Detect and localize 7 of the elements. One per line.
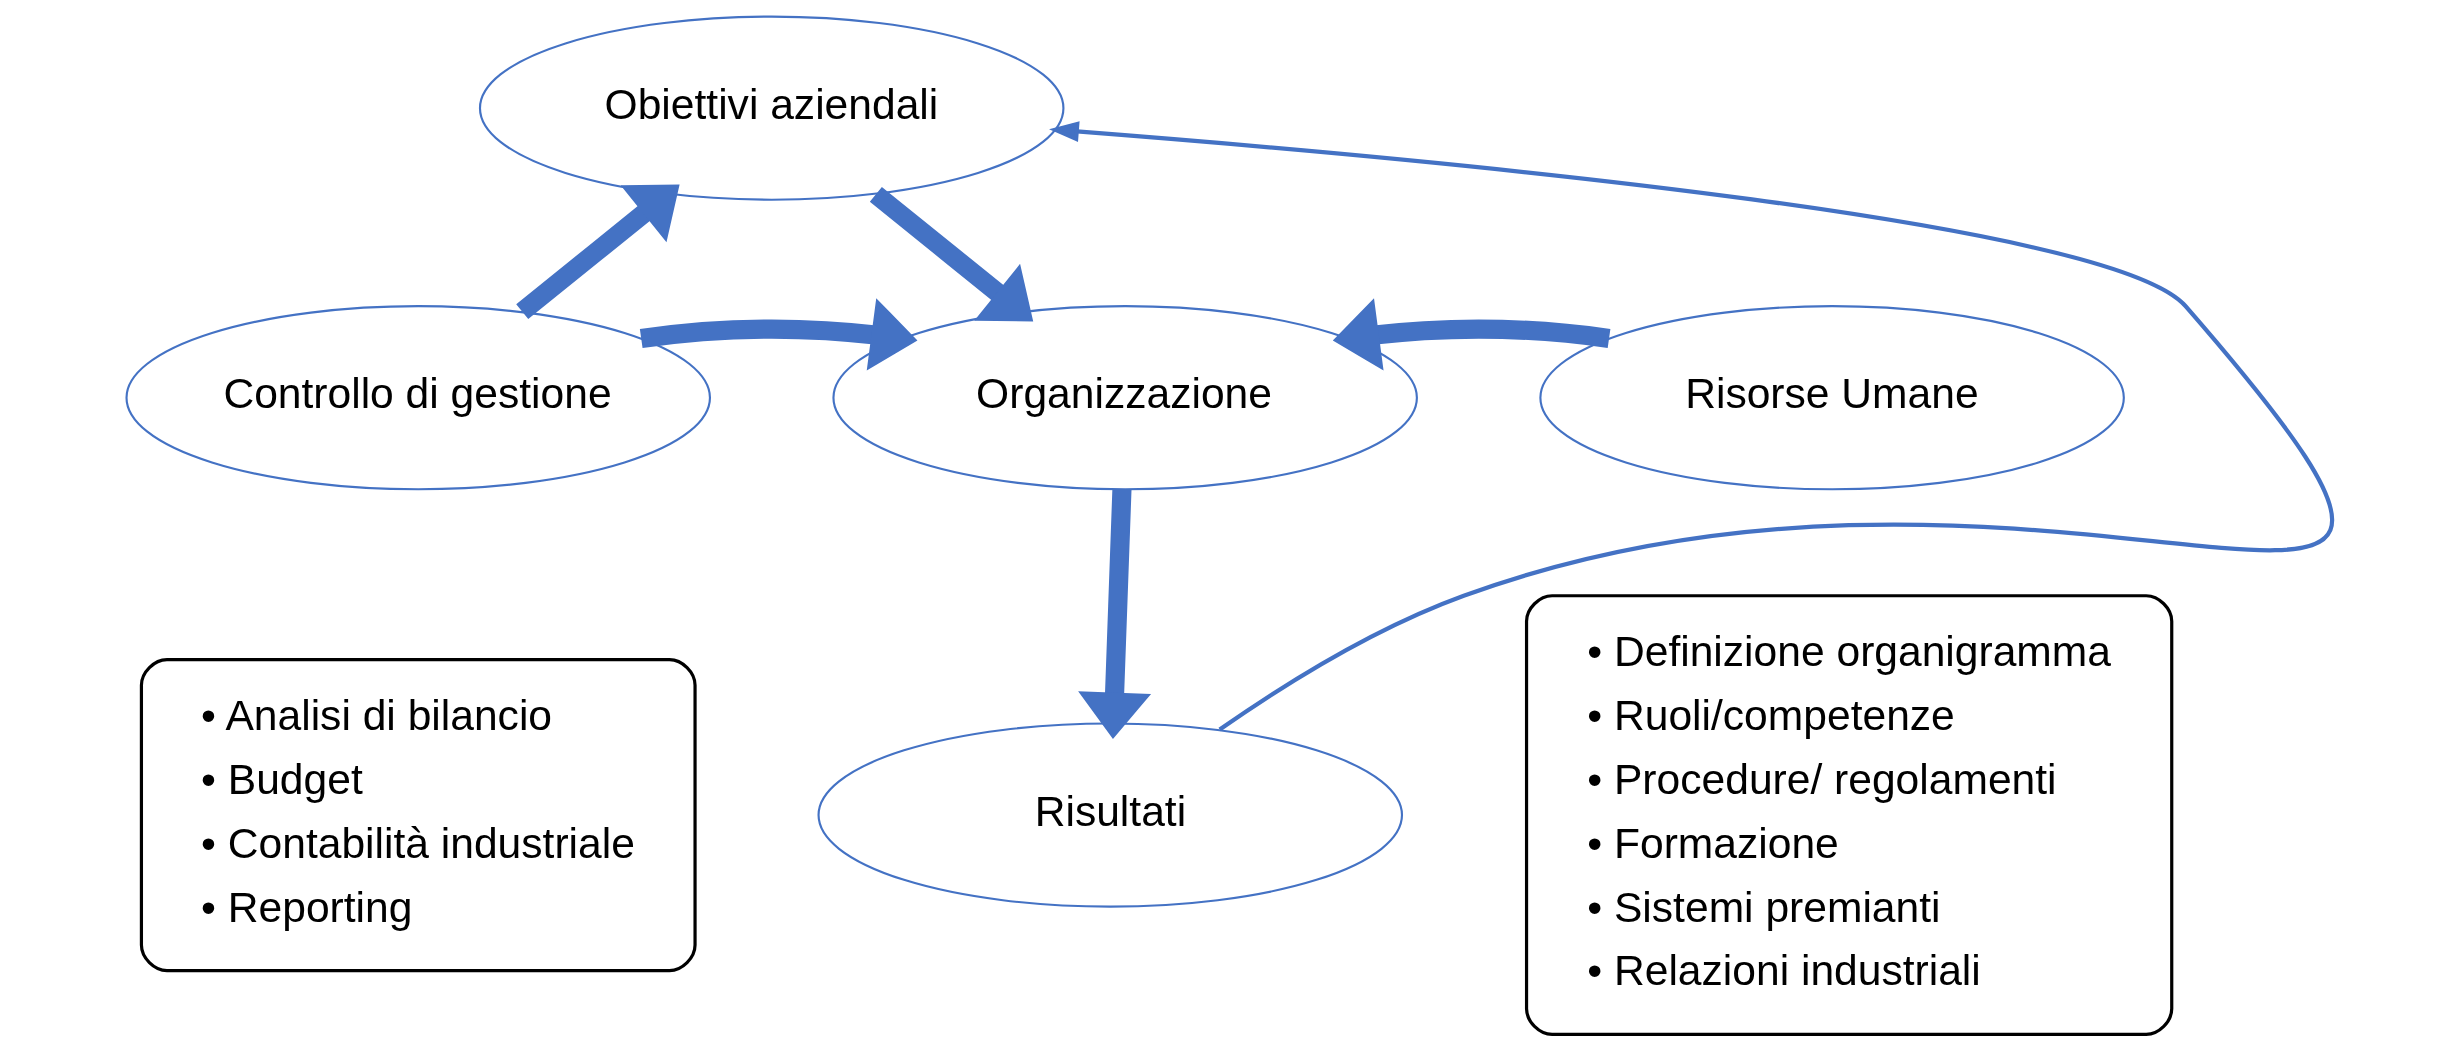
node-box: • Analisi di bilancio • Budget • Contabilità industriale • Reporting [139, 658, 697, 973]
arrow [515, 184, 680, 320]
arrow [869, 186, 1033, 322]
node-ellipse: Risultati [817, 722, 1403, 908]
node-ellipse: Obiettivi aziendali [478, 15, 1064, 201]
node-ellipse: Controllo di gestione [124, 305, 711, 491]
arrow [639, 298, 917, 371]
